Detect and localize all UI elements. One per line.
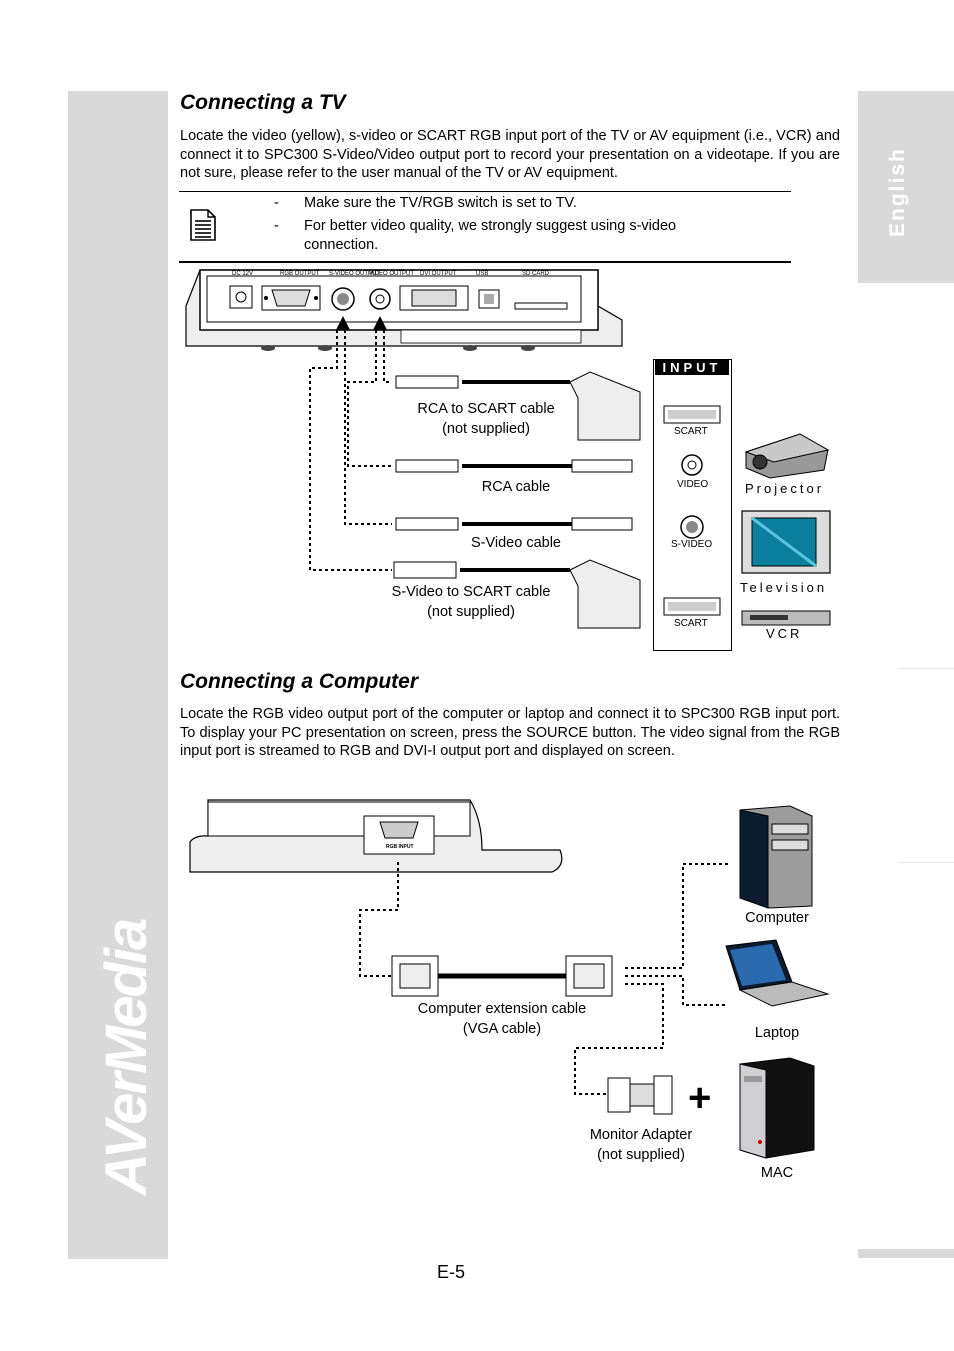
input-port-label: S-VIDEO: [671, 539, 713, 550]
dotted-connections: [309, 330, 392, 571]
section-body-computer: Locate the RGB video output port of the …: [180, 706, 840, 759]
cable-label: S-Video to SCART cable(not supplied): [391, 584, 551, 620]
section-title-tv: Connecting a TV: [180, 91, 346, 114]
cable-label: RCA cable: [481, 479, 551, 495]
computer-connection-diagram: [189, 799, 830, 1159]
device-label-television: Television: [740, 580, 828, 595]
section-body-tv: Locate the video (yellow), s-video or SC…: [180, 128, 840, 181]
port-label: DC 12V: [232, 271, 254, 277]
input-port-label: SCART: [674, 618, 708, 629]
rgb-input-label: RGB INPUT: [386, 844, 414, 850]
divider: [898, 668, 954, 669]
projector-icon: [744, 433, 830, 479]
port-label: USB: [476, 271, 489, 277]
port-label: S-VIDEO OUTPUT: [329, 271, 381, 277]
monitor-adapter-label: Monitor Adapter(not supplied): [589, 1127, 693, 1163]
vcr-icon: [741, 610, 831, 626]
dotted-connections: [359, 862, 728, 1095]
spc300-device-side: [189, 799, 563, 873]
input-panel-header: INPUT: [655, 360, 729, 375]
tv-connection-diagram: [185, 269, 831, 629]
vga-cable: [391, 955, 613, 997]
divider: [898, 862, 954, 863]
cable-label: S-Video cable: [470, 535, 562, 551]
mac-tower-icon: [739, 1057, 815, 1159]
device-label-computer: Computer: [745, 910, 809, 926]
laptop-icon: [725, 939, 830, 1007]
input-panel: [653, 359, 732, 651]
input-ports: [663, 405, 721, 616]
left-sidebar-band: [68, 91, 168, 1259]
device-label-projector: Projector: [745, 481, 825, 496]
language-tab-label: English: [886, 147, 909, 237]
port-label: VIDEO OUTPUT: [369, 271, 415, 277]
device-label-mac: MAC: [760, 1165, 794, 1181]
vga-cable-label: Computer extension cable(VGA cable): [417, 1001, 587, 1037]
port-label: DVI OUTPUT: [420, 271, 457, 277]
port-label: SD CARD: [522, 271, 550, 277]
footer-band: [858, 1249, 954, 1258]
television-icon: [741, 510, 831, 574]
device-label-laptop: Laptop: [754, 1025, 800, 1041]
monitor-adapter-icon: [607, 1075, 673, 1115]
note-icon: [190, 209, 216, 241]
language-tab: English: [858, 91, 954, 283]
page-number: E-5: [437, 1262, 466, 1282]
note-box: - Make sure the TV/RGB switch is set to …: [179, 191, 791, 263]
cables: [393, 371, 641, 629]
device-label-vcr: VCR: [766, 626, 803, 641]
computer-tower-icon: [739, 805, 813, 909]
cable-label: RCA to SCART cable(not supplied): [417, 401, 555, 437]
plus-sign: +: [688, 1076, 712, 1120]
spc300-device-rear: [185, 269, 623, 351]
input-port-label: SCART: [674, 426, 708, 437]
input-port-label: VIDEO: [677, 479, 709, 490]
port-label: RGB OUTPUT: [280, 271, 320, 277]
section-title-computer: Connecting a Computer: [180, 670, 419, 693]
